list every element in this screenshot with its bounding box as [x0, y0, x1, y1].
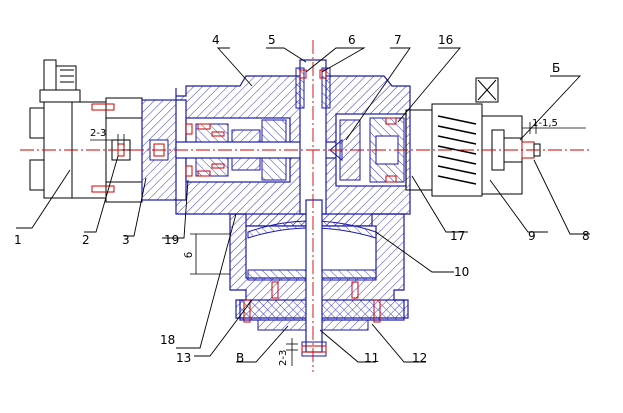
- dimension-left-gap: 2-3: [90, 128, 125, 146]
- callout-5: 5: [268, 33, 276, 47]
- callout-b-small: б: [184, 252, 195, 258]
- callout-18: 18: [160, 333, 175, 347]
- callout-B: B: [236, 351, 244, 365]
- callout-8: 8: [582, 229, 590, 243]
- callout-1: 1: [14, 233, 22, 247]
- callout-19: 19: [164, 233, 179, 247]
- callout-labels: 1 2 3 4 5 6 7 16 Б 8 9 17 10 18 19 13 B …: [14, 33, 590, 365]
- dim-label-right: 1-1,5: [532, 118, 558, 129]
- dimension-bottom-gap: 2-3: [278, 338, 298, 366]
- callout-9: 9: [528, 229, 536, 243]
- callout-4: 4: [212, 33, 220, 47]
- right-motor-body: [481, 115, 523, 195]
- callout-10: 10: [454, 265, 469, 279]
- callout-16: 16: [438, 33, 453, 47]
- callout-13: 13: [176, 351, 191, 365]
- dim-label-left: 2-3: [90, 128, 106, 139]
- bolt-icon: [91, 185, 115, 193]
- left-terminal-block: [39, 59, 81, 103]
- bolt-icon: [91, 103, 115, 111]
- dimension-right-gap: 1-1,5: [522, 118, 586, 134]
- dimension-b-left: б: [184, 233, 230, 275]
- right-actuator: [405, 77, 541, 197]
- callout-17: 17: [450, 229, 465, 243]
- callout-11: 11: [364, 351, 379, 365]
- vertical-main-shaft: [305, 199, 323, 353]
- callout-6: 6: [348, 33, 356, 47]
- leader-lines: [16, 47, 590, 363]
- callout-12: 12: [412, 351, 427, 365]
- callout-3: 3: [122, 233, 130, 247]
- callout-b-right: Б: [552, 61, 560, 75]
- callout-7: 7: [394, 33, 402, 47]
- main-housing: [175, 59, 411, 357]
- callout-2: 2: [82, 233, 90, 247]
- dim-label-bottom: 2-3: [278, 350, 289, 366]
